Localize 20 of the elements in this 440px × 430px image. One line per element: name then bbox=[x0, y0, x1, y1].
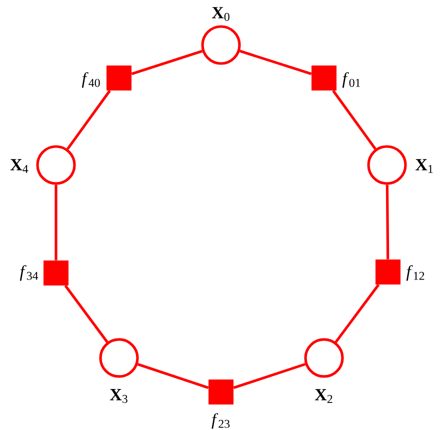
node-label: X$_{1}$ bbox=[416, 159, 433, 173]
node-label: f$_{12}$ bbox=[406, 265, 424, 281]
node-label: f$_{34}$ bbox=[20, 265, 38, 281]
edge-line bbox=[64, 284, 108, 343]
edge-line bbox=[386, 184, 390, 260]
edge-line bbox=[54, 184, 58, 260]
edge-line bbox=[137, 363, 209, 389]
node-label: f$_{01}$ bbox=[342, 72, 360, 88]
node-label: f$_{23}$ bbox=[212, 413, 230, 429]
node-label: f$_{40}$ bbox=[82, 72, 100, 88]
edge-line bbox=[334, 284, 380, 343]
node-label: X$_{4}$ bbox=[10, 159, 28, 173]
edge-line bbox=[239, 50, 312, 76]
edge-line bbox=[131, 50, 203, 76]
edge-line bbox=[66, 90, 111, 150]
node-label: X$_{3}$ bbox=[110, 389, 128, 403]
edge-line bbox=[233, 362, 306, 390]
node-label: X$_{2}$ bbox=[314, 389, 332, 403]
edge-line bbox=[332, 90, 376, 150]
node-label: X$_{0}$ bbox=[212, 7, 230, 21]
